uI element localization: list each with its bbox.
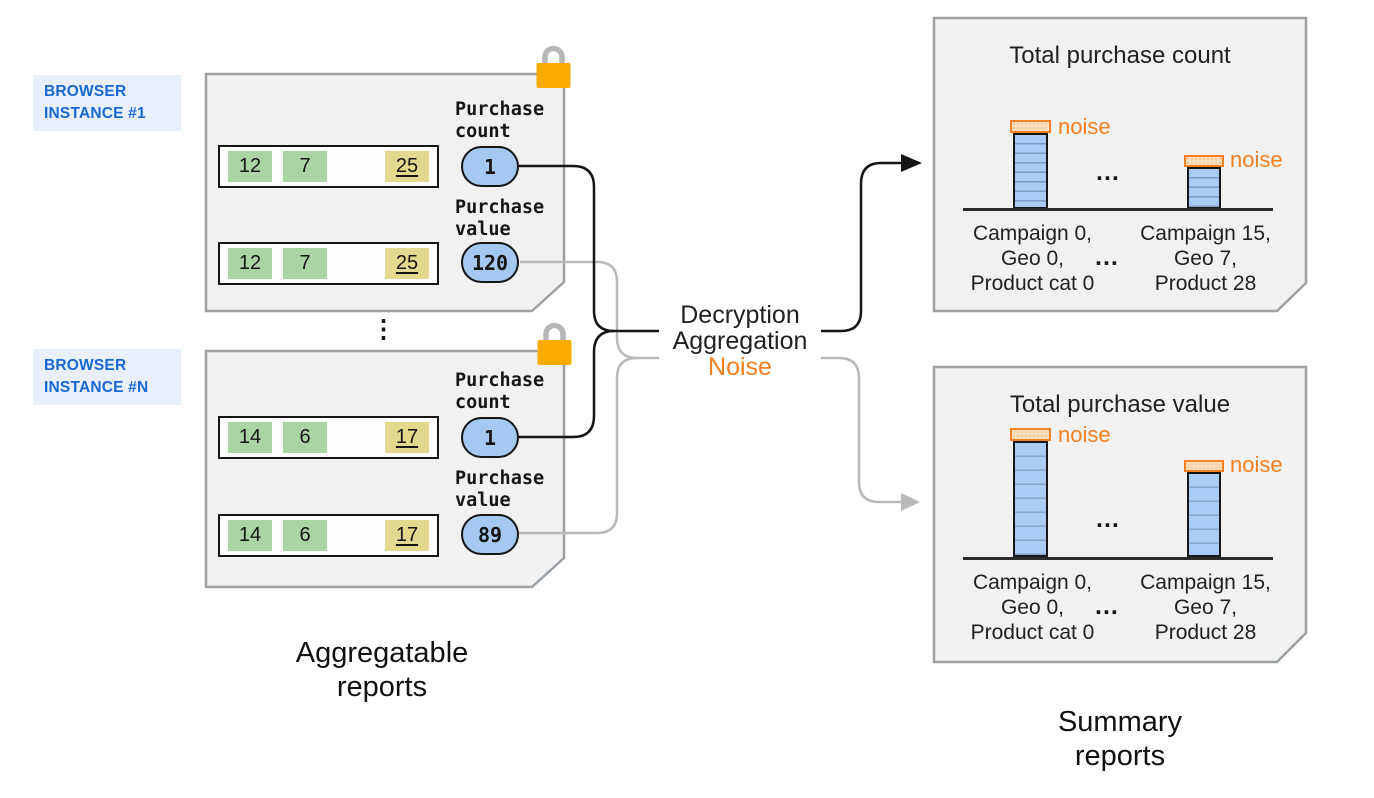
purchase-count-label: Purchase count: [455, 370, 544, 414]
aggregation-key-cell: 25: [385, 248, 429, 279]
noise-cap: [1010, 120, 1051, 133]
category-line: Geo 7,: [1173, 596, 1238, 619]
browser-instance-1-label: BROWSER INSTANCE #1: [33, 75, 181, 131]
category-line: Product cat 0: [970, 621, 1095, 644]
metric-line: value: [455, 490, 511, 511]
lock-icon: [537, 322, 572, 365]
axis: [963, 557, 1273, 560]
bar: [1013, 133, 1048, 209]
data-row: 12 7 25: [218, 145, 439, 188]
purchase-value-label: Purchase value: [455, 468, 544, 512]
category-label: Campaign 15, Geo 7, Product 28: [1123, 570, 1288, 645]
metric-line: Purchase: [455, 468, 545, 489]
aggregation-key-cell: 17: [385, 520, 429, 551]
bucket-cell: 14: [228, 520, 272, 551]
data-row: 12 7 25: [218, 242, 439, 285]
chart-title: Total purchase value: [1009, 391, 1231, 418]
category-line: Product 28: [1154, 621, 1257, 644]
aggregation-key-cell: 17: [385, 422, 429, 453]
caption-line: reports: [336, 671, 428, 703]
process-noise: Noise: [708, 353, 772, 381]
category-line: Campaign 0,: [972, 222, 1093, 245]
caption-aggregatable-reports: Aggregatable reports: [277, 636, 487, 704]
noise-cap: [1184, 155, 1224, 167]
black-arrowhead-icon: [901, 154, 922, 172]
purchase-count-label: Purchase count: [455, 99, 544, 143]
between-bars-ellipsis: ...: [1096, 505, 1120, 533]
chip-line: BROWSER: [44, 357, 127, 374]
bucket-cell: 7: [283, 248, 327, 279]
bucket-cell: 12: [228, 248, 272, 279]
summary-report-box-count: [932, 16, 1308, 313]
metric-line: value: [455, 219, 511, 240]
caption-line: Aggregatable: [295, 637, 469, 669]
noise-cap: [1010, 428, 1051, 441]
category-line: Geo 0,: [1000, 247, 1065, 270]
purchase-count-pill: 1: [461, 417, 519, 458]
browser-instance-n-label: BROWSER INSTANCE #N: [33, 349, 181, 405]
process-decryption: Decryption: [680, 301, 800, 329]
metric-line: Purchase: [455, 370, 545, 391]
category-line: Geo 7,: [1173, 247, 1238, 270]
noise-label: noise: [1230, 452, 1283, 477]
chart-title: Total purchase count: [1009, 42, 1231, 69]
bar: [1187, 167, 1221, 209]
caption-line: Summary: [1057, 706, 1183, 738]
chip-line: BROWSER: [44, 83, 127, 100]
bar: [1187, 472, 1221, 557]
bar: [1013, 441, 1048, 557]
noise-label: noise: [1230, 147, 1283, 172]
metric-line: Purchase: [455, 99, 545, 120]
noise-label: noise: [1058, 422, 1111, 447]
purchase-value-label: Purchase value: [455, 197, 544, 241]
category-line: Product 28: [1154, 272, 1257, 295]
bucket-cell: 7: [283, 151, 327, 182]
value-flow-lines: [519, 260, 901, 535]
bucket-cell: 14: [228, 422, 272, 453]
category-label: Campaign 15, Geo 7, Product 28: [1123, 221, 1288, 296]
lock-icon: [536, 45, 571, 88]
purchase-count-pill: 1: [461, 146, 519, 187]
category-line: Product cat 0: [970, 272, 1095, 295]
between-categories-ellipsis: ...: [1095, 243, 1119, 271]
vertical-ellipsis: ⋮: [371, 315, 396, 343]
metric-line: Purchase: [455, 197, 545, 218]
purchase-value-pill: 89: [461, 514, 519, 555]
data-row: 14 6 17: [218, 514, 439, 557]
category-line: Campaign 15,: [1140, 571, 1271, 594]
caption-summary-reports: Summary reports: [1015, 705, 1225, 773]
noise-cap: [1184, 460, 1224, 472]
bucket-cell: 6: [283, 422, 327, 453]
count-flow-lines: [519, 161, 901, 439]
gray-arrowhead-icon: [901, 493, 920, 511]
metric-line: count: [455, 121, 511, 142]
between-bars-ellipsis: ...: [1096, 158, 1120, 186]
process-aggregation: Aggregation: [672, 327, 808, 355]
data-row: 14 6 17: [218, 416, 439, 459]
noise-label: noise: [1058, 114, 1111, 139]
bucket-cell: 12: [228, 151, 272, 182]
between-categories-ellipsis: ...: [1095, 592, 1119, 620]
bucket-cell: 6: [283, 520, 327, 551]
category-line: Campaign 0,: [972, 571, 1093, 594]
category-label: Campaign 0, Geo 0, Product cat 0: [950, 570, 1115, 645]
aggregation-key-cell: 25: [385, 151, 429, 182]
category-line: Campaign 15,: [1140, 222, 1271, 245]
process-label: Decryption Aggregation Noise: [640, 302, 840, 380]
axis: [963, 208, 1273, 211]
purchase-value-pill: 120: [461, 242, 519, 283]
caption-line: reports: [1074, 740, 1166, 772]
chip-line: INSTANCE #1: [44, 105, 146, 122]
category-label: Campaign 0, Geo 0, Product cat 0: [950, 221, 1115, 296]
category-line: Geo 0,: [1000, 596, 1065, 619]
chip-line: INSTANCE #N: [44, 379, 149, 396]
metric-line: count: [455, 392, 511, 413]
